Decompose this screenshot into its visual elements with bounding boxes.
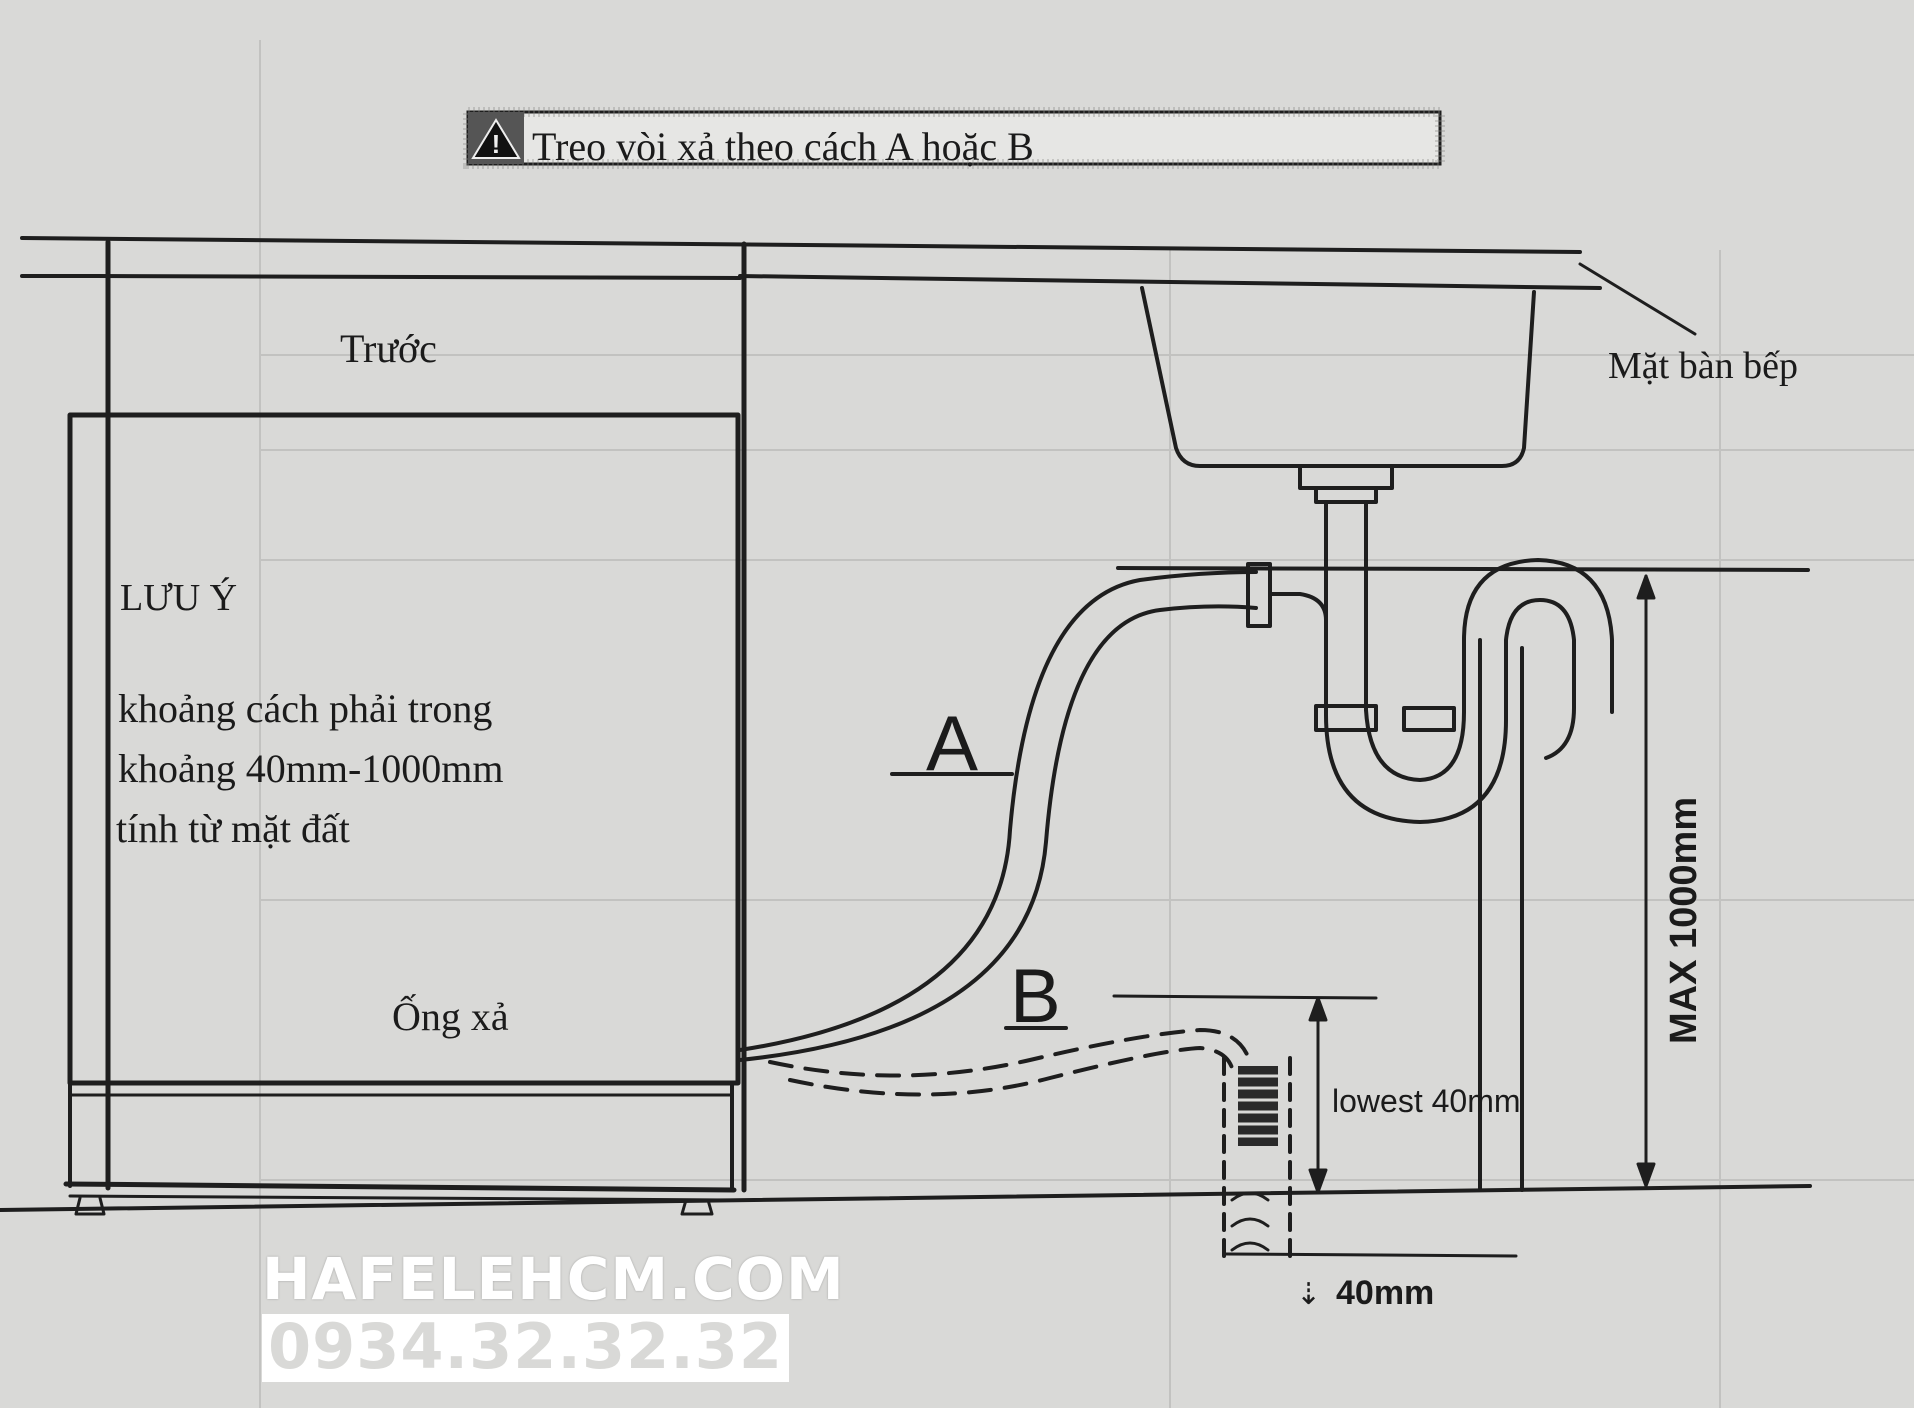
lowest-height-dimension — [1112, 994, 1378, 1194]
countertop — [20, 236, 1697, 336]
watermark-phone: 0934.32.32.32 — [262, 1314, 790, 1382]
sink-trap-pipe — [1116, 500, 1810, 1192]
watermark-site: HAFELEHCM.COM — [262, 1245, 845, 1313]
drain-hose-option-b — [768, 1028, 1252, 1097]
instruction-banner: ! Treo vòi xả theo cách A hoặc B — [463, 107, 1445, 169]
lowest-height-label: lowest 40mm — [1332, 1083, 1521, 1119]
warning-triangle-icon — [471, 118, 521, 159]
drain-hose-label: Ống xả — [392, 994, 509, 1039]
option-b-label: B — [1010, 954, 1061, 1039]
note-title: LƯU Ý — [120, 577, 237, 619]
depth-label: 40mm — [1336, 1274, 1434, 1312]
floor-line — [0, 1184, 1812, 1212]
background-table-grid — [259, 40, 1914, 1408]
depth-symbol: ⇣ — [1296, 1278, 1321, 1311]
max-height-dimension — [1636, 574, 1656, 1188]
sink — [1140, 286, 1536, 504]
note-line-1: khoảng cách phải trong — [118, 686, 492, 731]
depth-dimension — [1224, 1252, 1518, 1258]
note-line-3: tính từ mặt đất — [116, 806, 350, 851]
svg-text:!: ! — [492, 129, 501, 159]
front-label: Trước — [340, 326, 437, 371]
banner-text: Treo vòi xả theo cách A hoặc B — [532, 124, 1034, 169]
note-line-2: khoảng 40mm-1000mm — [118, 746, 504, 791]
watermark: HAFELEHCM.COM 0934.32.32.32 — [262, 1250, 845, 1382]
max-height-label: MAX 1000mm — [1663, 797, 1705, 1044]
drain-hose-option-a — [738, 562, 1328, 1062]
countertop-label: Mặt bàn bếp — [1608, 345, 1798, 387]
option-a-label: A — [926, 699, 978, 787]
dishwasher — [63, 239, 747, 1216]
floor-drain — [1222, 1056, 1292, 1264]
